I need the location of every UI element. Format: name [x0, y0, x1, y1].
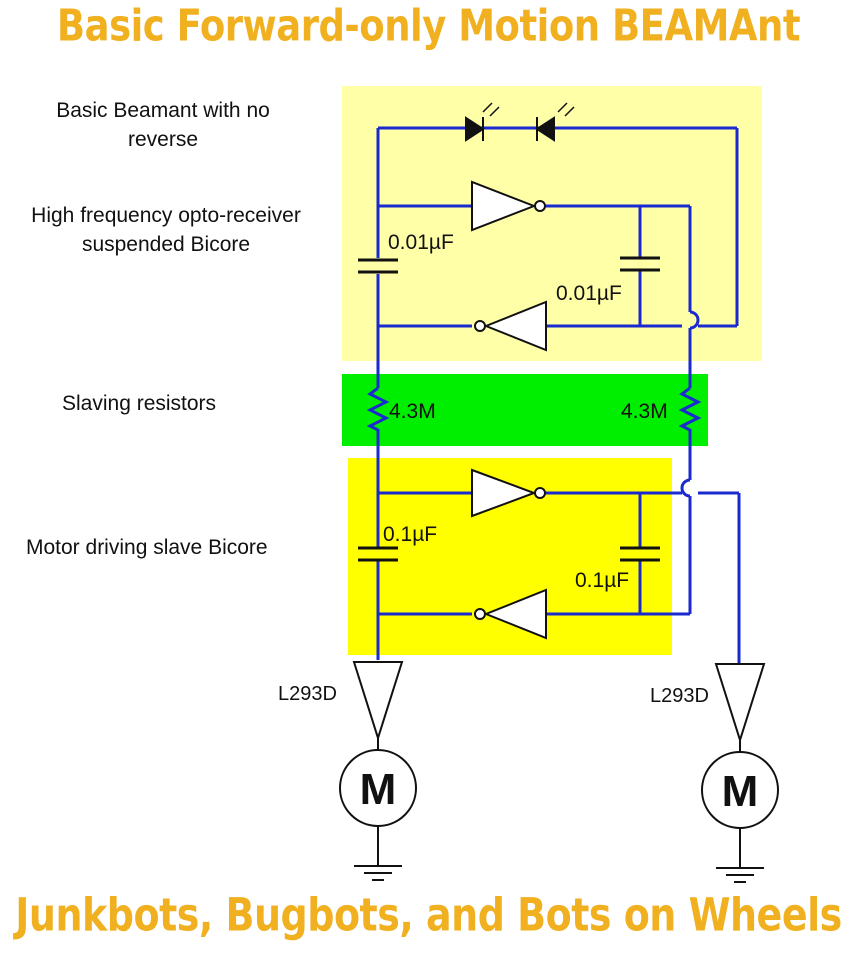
capacitor-hf-left	[358, 258, 398, 274]
inverter-hf-bottom	[483, 300, 547, 352]
label-basic-beamant: Basic Beamant with no reverse	[56, 99, 270, 151]
cap-motor-right-label: 0.1µF	[575, 569, 629, 592]
motor-left	[339, 749, 417, 827]
motor-right-label: M	[722, 767, 759, 816]
inverter-hf-top-bubble	[534, 200, 546, 212]
label-hf-bicore: High frequency opto-receiver suspended B…	[31, 204, 301, 256]
resistor-right-label: 4.3M	[621, 400, 668, 423]
ground-left	[354, 865, 402, 881]
motor-right	[701, 751, 779, 829]
cap-hf-right-label: 0.01µF	[556, 282, 622, 305]
photodiode-right	[535, 102, 575, 142]
cap-hf-left-label: 0.01µF	[388, 231, 454, 254]
l293d-right-label: L293D	[650, 685, 709, 707]
wires	[366, 126, 741, 664]
capacitor-hf-right	[620, 256, 660, 272]
l293d-left-label: L293D	[278, 683, 337, 705]
slaving-resistor-region	[342, 374, 708, 446]
cap-motor-left-label: 0.1µF	[383, 523, 437, 546]
motor-left-label: M	[360, 765, 397, 814]
ground-right	[716, 867, 764, 883]
capacitor-motor-left	[358, 546, 398, 562]
footer-title: Junkbots, Bugbots, and Bots on Wheels	[15, 888, 842, 942]
photodiode-left	[465, 102, 500, 142]
inverter-motor-bottom	[483, 588, 547, 640]
label-motor-bicore: Motor driving slave Bicore	[26, 536, 268, 559]
inverter-hf-top	[471, 180, 537, 232]
l293d-buffer-left	[352, 661, 404, 742]
capacitor-motor-right	[620, 546, 660, 562]
resistor-left-label: 4.3M	[389, 400, 436, 423]
inverter-motor-bottom-bubble	[474, 608, 486, 620]
l293d-buffer-right	[714, 663, 766, 744]
inverter-motor-top-bubble	[534, 487, 546, 499]
diagram-title: Basic Forward-only Motion BEAMAnt	[56, 0, 801, 51]
label-slaving-resistors: Slaving resistors	[62, 392, 217, 415]
inverter-motor-top	[471, 468, 537, 518]
inverter-hf-bottom-bubble	[474, 320, 486, 332]
